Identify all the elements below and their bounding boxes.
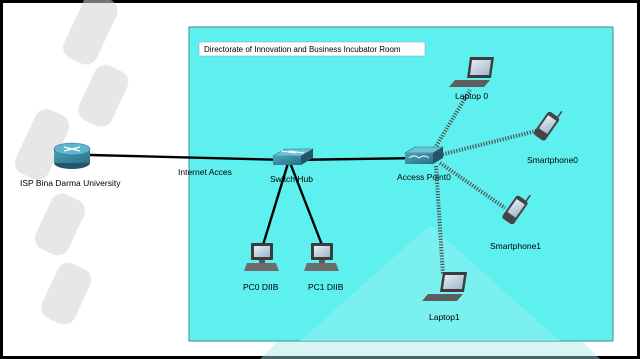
wireless-ap-smartphone1 bbox=[438, 161, 507, 210]
laptop-icon[interactable] bbox=[449, 57, 494, 87]
device-label-smartphone1: Smartphone1 bbox=[490, 241, 541, 251]
device-label-smartphone0: Smartphone0 bbox=[527, 155, 578, 165]
device-label-pc1: PC1 DIIB bbox=[308, 282, 344, 292]
switch-icon[interactable] bbox=[271, 148, 315, 165]
pc-icon[interactable] bbox=[244, 243, 279, 271]
link-label-internet: Internet Acces bbox=[178, 167, 232, 177]
link-switch-pc1 bbox=[287, 159, 324, 246]
device-label-switch: Switch Hub bbox=[270, 174, 313, 184]
cable-links bbox=[89, 153, 422, 246]
watermark-teal bbox=[300, 225, 560, 341]
router-icon[interactable] bbox=[53, 142, 91, 169]
link-switch-pc0 bbox=[261, 159, 291, 246]
pc-icon[interactable] bbox=[304, 243, 339, 271]
device-label-isp: ISP Bina Darma University bbox=[20, 178, 121, 188]
device-label-pc0: PC0 DIIB bbox=[243, 282, 279, 292]
room-title: Directorate of Innovation and Business I… bbox=[204, 45, 401, 54]
link-switch-ap bbox=[288, 156, 422, 162]
smartphone-icon[interactable] bbox=[501, 189, 533, 226]
room-title-box: Directorate of Innovation and Business I… bbox=[198, 41, 426, 57]
wireless-links bbox=[430, 88, 541, 276]
link-isp-switch bbox=[89, 153, 290, 162]
device-label-laptop0: Laptop 0 bbox=[455, 91, 488, 101]
access-point-icon[interactable] bbox=[403, 146, 445, 164]
smartphone-icon[interactable] bbox=[533, 105, 565, 142]
device-label-laptop1: Laptop1 bbox=[429, 312, 460, 322]
wireless-ap-smartphone0 bbox=[439, 128, 541, 157]
wireless-ap-laptop0 bbox=[430, 88, 472, 155]
laptop-icon[interactable] bbox=[422, 272, 467, 301]
device-label-ap: Access Point0 bbox=[397, 172, 451, 182]
